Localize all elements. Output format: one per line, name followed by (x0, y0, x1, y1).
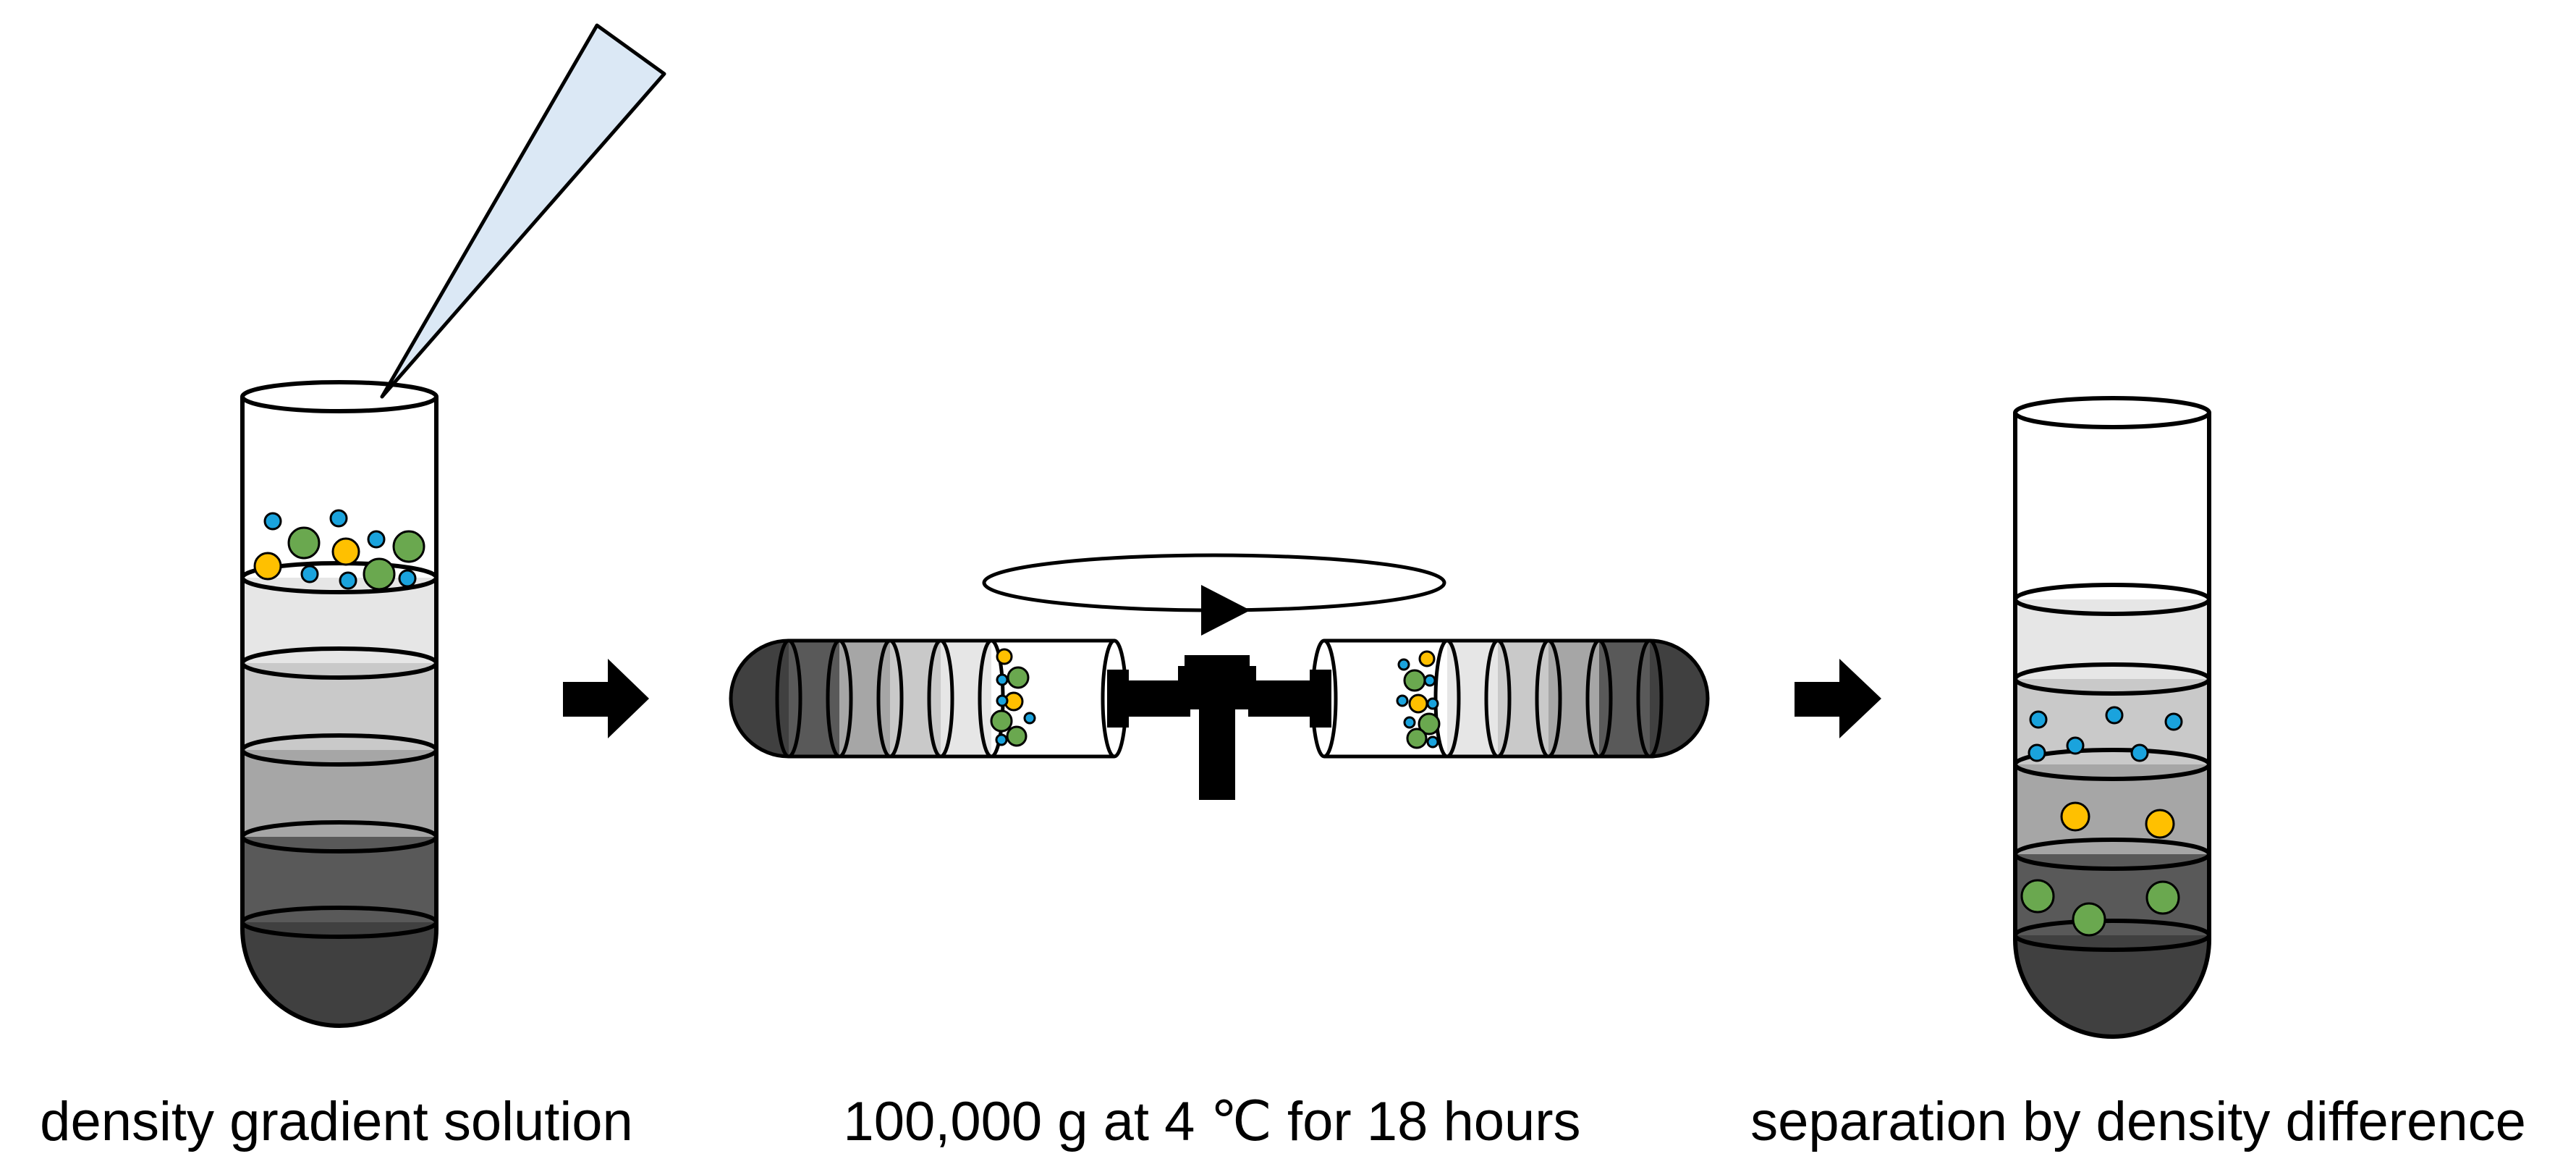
pipette-tip-icon (380, 23, 666, 399)
centrifuge-tube-right (1310, 638, 1710, 759)
rotation-direction-icon (982, 553, 1446, 636)
gradient-tube-before (240, 380, 438, 1028)
separated-particles (2020, 706, 2183, 937)
centrifuge-rotor-icon (1107, 655, 1331, 800)
caption-density-gradient-solution: density gradient solution (40, 1091, 633, 1152)
arrow-right-icon (563, 659, 649, 738)
caption-centrifugation-conditions: 100,000 g at 4 ℃ for 18 hours (843, 1091, 1581, 1152)
centrifuge-tube-left (729, 638, 1128, 759)
arrow-right-icon (1795, 659, 1881, 738)
caption-separation-by-density: separation by density difference (1750, 1091, 2526, 1152)
sample-particles-mixed (253, 509, 425, 591)
